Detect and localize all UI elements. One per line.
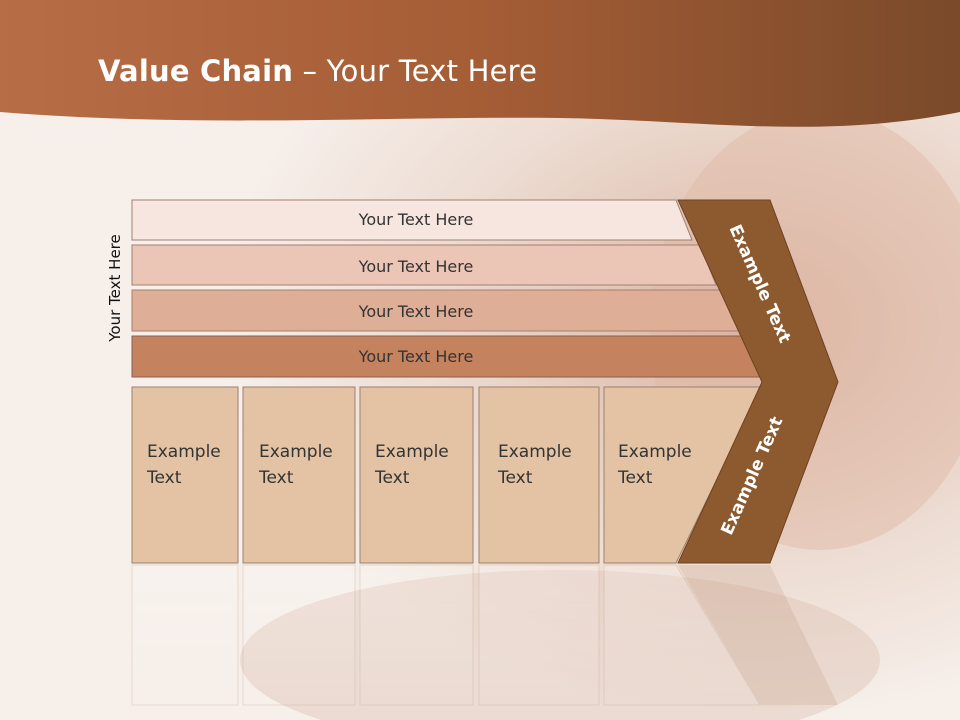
column-2-line1: Example [259, 442, 333, 462]
column-5 [603, 386, 763, 564]
column-2-line2: Text [259, 468, 294, 488]
reflection [131, 564, 838, 706]
title-rest: – Your Text Here [293, 54, 538, 88]
column-3-text: Example Text [375, 439, 449, 491]
column-4 [478, 386, 600, 564]
column-3-line2: Text [375, 468, 410, 488]
bar-2-label: Your Text Here [358, 257, 474, 276]
bar-4-label: Your Text Here [358, 347, 474, 366]
column-1 [131, 386, 239, 564]
title-bold: Value Chain [98, 54, 294, 88]
column-4-line2: Text [498, 468, 533, 488]
column-2 [242, 386, 356, 564]
chevron-arrow [677, 199, 839, 564]
bar-4: Your Text Here [131, 335, 765, 378]
column-1-line1: Example [147, 442, 221, 462]
column-5-text: Example Text [618, 439, 692, 491]
column-4-text: Example Text [498, 439, 572, 491]
column-4-line1: Example [498, 442, 572, 462]
column-3-line1: Example [375, 442, 449, 462]
bar-3: Your Text Here [131, 289, 741, 332]
bar-2: Your Text Here [131, 244, 717, 286]
bar-1-label: Your Text Here [358, 210, 474, 229]
column-1-line2: Text [147, 468, 182, 488]
column-1-text: Example Text [147, 439, 221, 491]
bar-1: Your Text Here [131, 199, 693, 241]
column-5-line2: Text [618, 468, 653, 488]
slide-title: Value Chain – Your Text Here [98, 54, 537, 88]
column-3 [359, 386, 474, 564]
column-5-line1: Example [618, 442, 692, 462]
bar-3-label: Your Text Here [358, 302, 474, 321]
column-2-text: Example Text [259, 439, 333, 491]
